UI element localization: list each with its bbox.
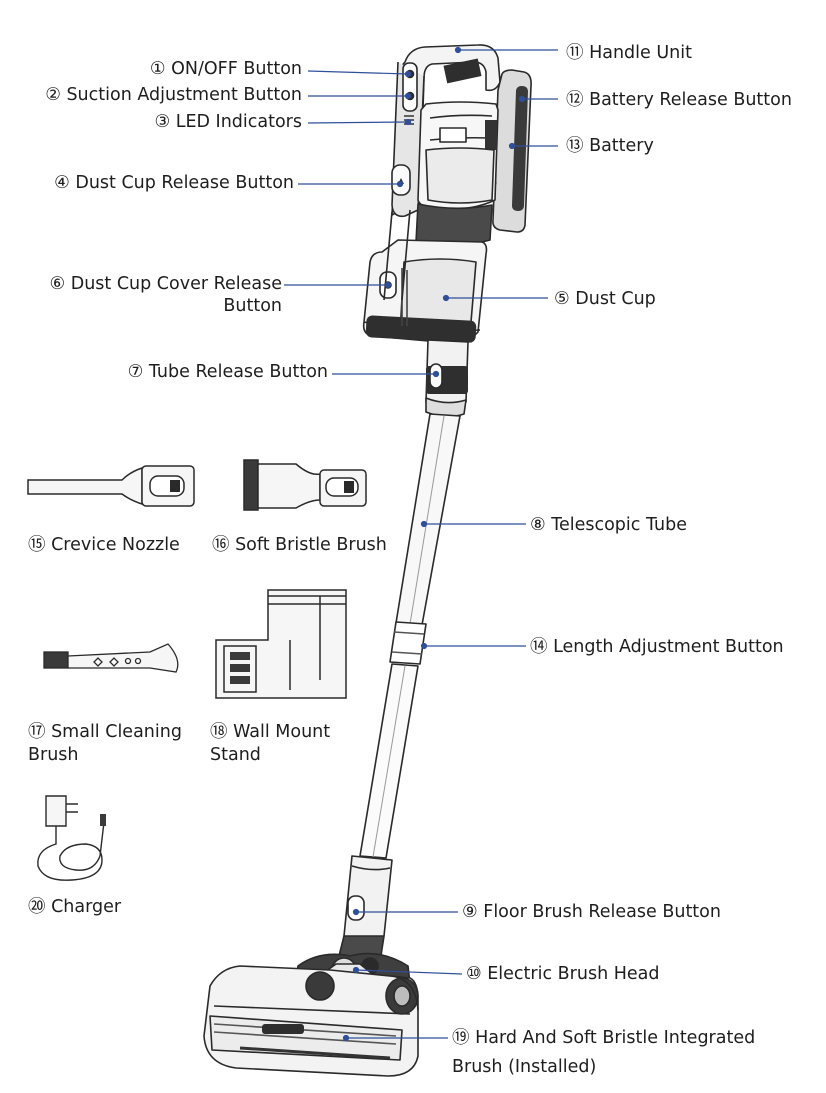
charger: [37, 795, 106, 881]
leader-lines: [284, 46, 558, 1042]
label-charger: ⑳ Charger: [28, 897, 122, 917]
label-length-adjustment-button: ⑭ Length Adjustment Button: [530, 637, 784, 657]
vacuum-illustration: [203, 44, 532, 1077]
label-wall-mount-stand-2: Stand: [210, 745, 261, 765]
label-integrated-brush-2: Brush (Installed): [452, 1057, 597, 1077]
label-electric-brush-head: ⑩ Electric Brush Head: [466, 964, 660, 984]
label-handle-unit: ⑪ Handle Unit: [566, 43, 692, 63]
label-tube-release-button: ⑦ Tube Release Button: [127, 362, 328, 382]
label-small-cleaning-brush-2: Brush: [28, 745, 79, 765]
label-battery: ⑬ Battery: [566, 136, 654, 156]
label-telescopic-tube: ⑧ Telescopic Tube: [530, 515, 687, 535]
label-led-indicators: ③ LED Indicators: [154, 112, 302, 132]
label-dust-cup-cover-release-2: Button: [223, 296, 282, 316]
label-floor-brush-release-button: ⑨ Floor Brush Release Button: [462, 902, 721, 922]
small-cleaning-brush: [43, 643, 179, 673]
soft-bristle-brush: [243, 459, 367, 511]
crevice-nozzle: [27, 465, 195, 507]
label-on-off-button: ① ON/OFF Button: [149, 59, 302, 79]
label-wall-mount-stand-1: ⑱ Wall Mount: [210, 722, 331, 742]
label-integrated-brush-1: ⑲ Hard And Soft Bristle Integrated: [452, 1028, 756, 1048]
label-dust-cup: ⑤ Dust Cup: [554, 289, 656, 309]
label-crevice-nozzle: ⑮ Crevice Nozzle: [28, 535, 180, 555]
label-dust-cup-release-button: ④ Dust Cup Release Button: [54, 173, 294, 193]
label-dust-cup-cover-release-1: ⑥ Dust Cup Cover Release: [49, 274, 282, 294]
label-suction-adjustment-button: ② Suction Adjustment Button: [45, 85, 302, 105]
label-soft-bristle-brush: ⑯ Soft Bristle Brush: [212, 535, 387, 555]
label-battery-release-button: ⑫ Battery Release Button: [566, 90, 792, 110]
wall-mount-stand: [215, 589, 347, 699]
label-small-cleaning-brush-1: ⑰ Small Cleaning: [28, 722, 182, 742]
telescopic-tube: [395, 413, 461, 626]
